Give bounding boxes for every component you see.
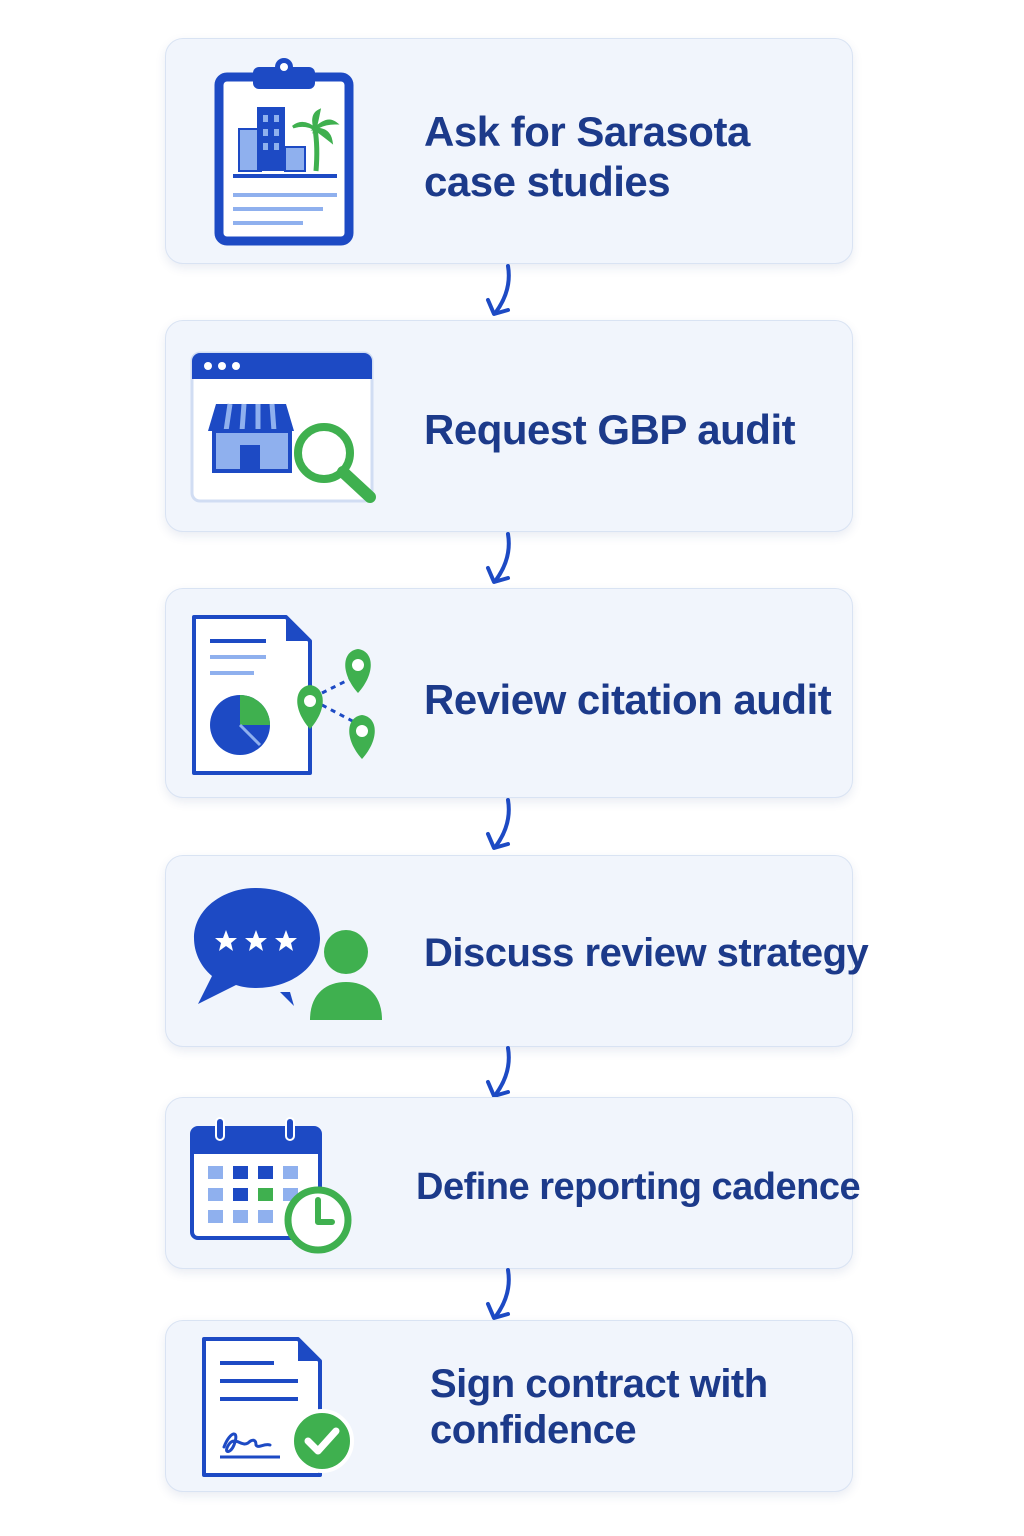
- step-6-label: Sign contract with confidence: [430, 1362, 768, 1452]
- step-1-label: Ask for Sarasota case studies: [424, 108, 750, 205]
- arrow-down-icon: [486, 798, 511, 850]
- step-5-label: Define reporting cadence: [416, 1166, 861, 1208]
- step-card-1: Ask for Sarasota case studies: [165, 38, 853, 264]
- storefront-search-icon: [190, 351, 376, 503]
- step-2-label: Request GBP audit: [424, 406, 796, 453]
- step-card-5: Define reporting cadence: [165, 1097, 861, 1269]
- step-4-label: Discuss review strategy: [424, 931, 869, 975]
- contract-signature-check-icon: [202, 1337, 354, 1477]
- step-card-6: Sign contract with confidence: [165, 1320, 853, 1492]
- arrow-down-icon: [486, 1046, 511, 1098]
- clipboard-buildings-icon: [214, 58, 354, 246]
- arrow-down-icon: [486, 532, 511, 584]
- chat-stars-person-icon: [194, 888, 382, 1020]
- calendar-clock-icon: [190, 1117, 352, 1254]
- arrow-down-icon: [486, 1268, 511, 1320]
- step-card-2: Request GBP audit: [165, 320, 853, 532]
- arrow-down-icon: [486, 264, 511, 316]
- step-card-4: Discuss review strategy: [165, 855, 869, 1047]
- step-card-3: Review citation audit: [165, 588, 853, 798]
- document-map-pins-icon: [192, 615, 375, 775]
- step-3-label: Review citation audit: [424, 676, 832, 723]
